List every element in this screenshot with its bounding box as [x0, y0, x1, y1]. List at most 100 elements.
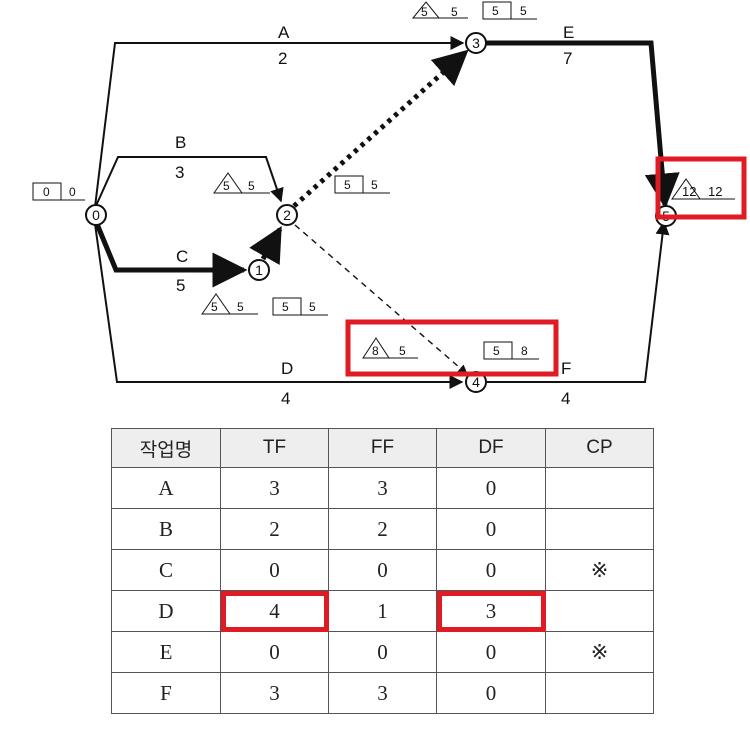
- node-5-highlight: [655, 156, 747, 220]
- svg-text:2: 2: [283, 207, 291, 223]
- node-1-float-triangle: 5 5: [201, 293, 258, 315]
- cell-task: D: [111, 590, 221, 632]
- activity-b-name: B: [175, 133, 186, 152]
- header-task-name: 작업명: [111, 428, 221, 468]
- svg-text:5: 5: [399, 344, 406, 358]
- cell-task: C: [111, 549, 221, 591]
- svg-text:5: 5: [344, 178, 351, 192]
- svg-text:12: 12: [682, 184, 696, 199]
- node-2-time-box: 5 5: [334, 175, 390, 194]
- node-4-highlight: [345, 319, 559, 377]
- svg-text:5: 5: [248, 179, 255, 193]
- table-row: A 3 3 0: [111, 467, 654, 509]
- activity-c-duration: 5: [176, 276, 185, 295]
- cell-task: E: [111, 631, 221, 673]
- activity-a-duration: 2: [278, 49, 287, 68]
- svg-text:5: 5: [493, 344, 500, 358]
- cell-tf: 3: [220, 672, 329, 714]
- svg-text:5: 5: [520, 4, 527, 18]
- activity-d-duration: 4: [281, 389, 290, 408]
- node-3-float-triangle: 5 5: [411, 1, 468, 19]
- header-cp: CP: [545, 428, 654, 468]
- activity-d-arrow: [94, 223, 464, 389]
- cell-tf: 3: [220, 467, 329, 509]
- header-df: DF: [436, 428, 546, 468]
- svg-text:8: 8: [372, 344, 379, 358]
- table-row: E 0 0 0 ※: [111, 631, 654, 673]
- svg-text:5: 5: [492, 4, 499, 18]
- node-1: 1: [248, 259, 270, 281]
- cell-df: 0: [436, 508, 546, 550]
- node-3: 3: [465, 32, 487, 54]
- activity-e-duration: 7: [563, 49, 572, 68]
- activity-a-arrow: [94, 36, 465, 208]
- dummy-2-4-arrow: [294, 224, 468, 375]
- activity-b-duration: 3: [175, 163, 184, 182]
- header-ff: FF: [328, 428, 437, 468]
- node-2-float-triangle: 5 5: [213, 172, 270, 194]
- cell-cp: ※: [545, 631, 654, 673]
- cell-ff: 3: [328, 672, 437, 714]
- cell-ff: 0: [328, 631, 437, 673]
- float-table: 작업명 TF FF DF CP A 3 3 0 B 2 2 0 C 0 0 0 …: [111, 428, 654, 714]
- svg-text:8: 8: [521, 344, 528, 358]
- node-4: 4: [465, 371, 487, 393]
- table-row: B 2 2 0: [111, 508, 654, 550]
- activity-d-name: D: [281, 359, 293, 378]
- cell-ff: 1: [328, 590, 437, 632]
- svg-text:0: 0: [43, 185, 50, 199]
- node-0: 0: [85, 204, 107, 226]
- activity-f-duration: 4: [561, 389, 570, 408]
- activity-f-name: F: [561, 359, 571, 378]
- table-row: F 3 3 0: [111, 672, 654, 714]
- node-4-time-box: 5 8: [483, 341, 539, 360]
- svg-text:5: 5: [237, 300, 244, 314]
- svg-text:5: 5: [421, 5, 428, 19]
- table-header-row: 작업명 TF FF DF CP: [111, 428, 654, 468]
- svg-text:5: 5: [371, 178, 378, 192]
- activity-c-name: C: [176, 247, 188, 266]
- cell-df: 0: [436, 631, 546, 673]
- dummy-2-3-arrow: [292, 49, 469, 208]
- cell-df: 0: [436, 467, 546, 509]
- cell-ff: 0: [328, 549, 437, 591]
- cell-tf-highlighted: 4: [220, 590, 329, 632]
- cell-tf: 0: [220, 631, 329, 673]
- dummy-1-2-arrow: [249, 225, 283, 266]
- cell-task: F: [111, 672, 221, 714]
- table-row: C 0 0 0 ※: [111, 549, 654, 591]
- cell-df: 0: [436, 549, 546, 591]
- cell-task: B: [111, 508, 221, 550]
- svg-text:0: 0: [92, 207, 100, 223]
- cell-task: A: [111, 467, 221, 509]
- header-tf: TF: [220, 428, 329, 468]
- svg-text:5: 5: [282, 300, 289, 314]
- cell-df-highlighted: 3: [436, 590, 546, 632]
- svg-text:0: 0: [69, 185, 76, 199]
- table-row: D 4 1 3: [111, 590, 654, 632]
- cell-tf: 0: [220, 549, 329, 591]
- node-5-float-triangle: 12 12: [671, 178, 735, 200]
- activity-e-name: E: [563, 23, 574, 42]
- svg-text:3: 3: [472, 35, 480, 51]
- activity-a-name: A: [278, 23, 290, 42]
- svg-text:12: 12: [708, 184, 722, 199]
- activity-f-arrow: [487, 220, 670, 383]
- cell-cp: [545, 672, 654, 714]
- svg-text:5: 5: [211, 300, 218, 314]
- cell-cp: [545, 467, 654, 509]
- cell-cp: [545, 508, 654, 550]
- svg-text:5: 5: [223, 179, 230, 193]
- node-1-time-box: 5 5: [272, 297, 328, 316]
- node-4-float-triangle: 8 5: [362, 337, 418, 359]
- svg-text:5: 5: [451, 5, 458, 19]
- activity-b-arrow: [94, 156, 284, 209]
- network-diagram: A 2 B 3 C 5 D 4 E 7 F 4 0 1 2 3 4: [32, 1, 747, 408]
- node-2: 2: [276, 204, 298, 226]
- svg-text:1: 1: [255, 262, 263, 278]
- activity-c-arrow: [94, 223, 248, 288]
- cell-df: 0: [436, 672, 546, 714]
- cell-tf: 2: [220, 508, 329, 550]
- cell-cp: [545, 590, 654, 632]
- activity-e-arrow: [486, 40, 680, 209]
